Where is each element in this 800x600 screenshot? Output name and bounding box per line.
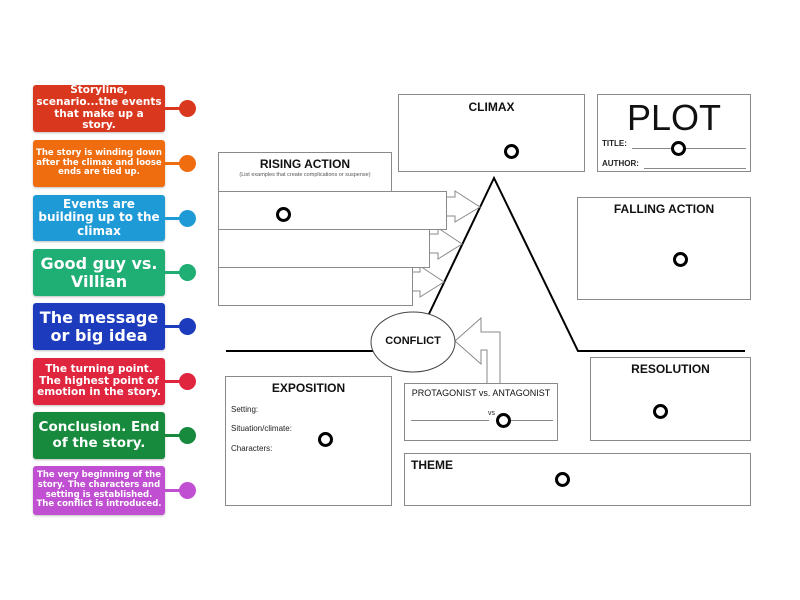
climax-box: CLIMAX: [398, 94, 585, 172]
conflict-title: CONFLICT: [385, 335, 441, 347]
drop-target-theme[interactable]: [555, 472, 570, 487]
author-line: [644, 168, 746, 169]
answer-card-message[interactable]: The message or big idea: [33, 303, 196, 350]
rising-action-box: RISING ACTION (List examples that create…: [218, 152, 392, 192]
card-drag-handle[interactable]: [179, 209, 196, 227]
card-text: Storyline, scenario...the events that ma…: [36, 84, 162, 132]
antagonist-line: [499, 420, 553, 421]
rising-action-subtitle: (List examples that create complications…: [239, 172, 371, 178]
card-drag-handle[interactable]: [179, 318, 196, 335]
characters-label: Characters:: [231, 444, 273, 453]
resolution-title: RESOLUTION: [631, 362, 710, 376]
card-connector: [165, 216, 183, 220]
title-label: TITLE:: [602, 139, 627, 148]
card-drag-handle[interactable]: [179, 155, 196, 172]
falling-action-box: FALLING ACTION: [577, 197, 751, 300]
author-label: AUTHOR:: [602, 159, 639, 168]
card-text: The story is winding down after the clim…: [36, 148, 162, 178]
drop-target-climax[interactable]: [504, 144, 519, 159]
conflict-arrow: [454, 316, 501, 385]
plot-mountain: [427, 175, 745, 352]
protagonist-title: PROTAGONIST vs. ANTAGONIST: [411, 388, 551, 398]
rising-arrows: [410, 190, 481, 298]
drop-target-falling-action[interactable]: [673, 252, 688, 267]
card-text: The turning point. The highest point of …: [37, 362, 161, 399]
card-drag-handle[interactable]: [179, 482, 196, 499]
answer-card-building-up[interactable]: Events are building up to the climax: [33, 195, 196, 241]
drop-target-plot[interactable]: [671, 141, 686, 156]
plot-heading: PLOT: [626, 97, 722, 138]
plot-title-box: PLOT TITLE: AUTHOR:: [597, 94, 751, 172]
conflict-ellipse: [370, 311, 456, 373]
rising-action-title: RISING ACTION: [259, 157, 351, 171]
theme-box: THEME: [404, 453, 751, 506]
card-text: The message or big idea: [39, 307, 159, 345]
answer-card-good-vs-villain[interactable]: Good guy vs. Villian: [33, 249, 196, 296]
card-connector: [165, 162, 183, 165]
vs-label: vs: [488, 410, 495, 417]
protagonist-line: [411, 420, 489, 421]
theme-title: THEME: [411, 458, 453, 472]
answer-card-storyline[interactable]: Storyline, scenario...the events that ma…: [33, 84, 196, 132]
card-text: Conclusion. End of the story.: [38, 419, 160, 451]
answer-card-beginning[interactable]: The very beginning of the story. The cha…: [33, 466, 196, 515]
drop-target-exposition[interactable]: [318, 432, 333, 447]
answer-card-conclusion[interactable]: Conclusion. End of the story.: [33, 412, 196, 459]
exposition-title: EXPOSITION: [271, 381, 346, 395]
drop-target-protagonist[interactable]: [496, 413, 511, 428]
falling-action-title: FALLING ACTION: [613, 202, 715, 216]
rising-action-row-3: [218, 267, 413, 306]
card-connector: [165, 380, 183, 383]
card-connector: [165, 271, 183, 274]
card-connector: [165, 325, 183, 328]
rising-action-row-1: [218, 191, 447, 230]
resolution-box: RESOLUTION: [590, 357, 751, 441]
situation-label: Situation/climate:: [231, 424, 292, 433]
card-connector: [165, 489, 183, 492]
card-drag-handle[interactable]: [179, 373, 196, 390]
rising-action-row-2: [218, 229, 430, 268]
card-connector: [165, 107, 183, 110]
answer-card-winding-down[interactable]: The story is winding down after the clim…: [33, 140, 196, 187]
drop-target-rising-action[interactable]: [276, 207, 291, 222]
card-text: The very beginning of the story. The cha…: [36, 470, 162, 510]
card-connector: [165, 434, 183, 437]
protagonist-box: PROTAGONIST vs. ANTAGONIST vs: [404, 383, 558, 441]
exposition-box: EXPOSITION Setting: Situation/climate: C…: [225, 376, 392, 506]
card-drag-handle[interactable]: [179, 427, 196, 444]
card-text: Good guy vs. Villian: [40, 253, 158, 291]
answer-card-turning-point[interactable]: The turning point. The highest point of …: [33, 358, 196, 405]
card-drag-handle[interactable]: [179, 264, 196, 281]
climax-title: CLIMAX: [468, 100, 515, 114]
card-drag-handle[interactable]: [179, 100, 196, 117]
title-line: [632, 148, 746, 149]
card-text: Events are building up to the climax: [38, 196, 160, 238]
drop-target-resolution[interactable]: [653, 404, 668, 419]
setting-label: Setting:: [231, 405, 259, 414]
